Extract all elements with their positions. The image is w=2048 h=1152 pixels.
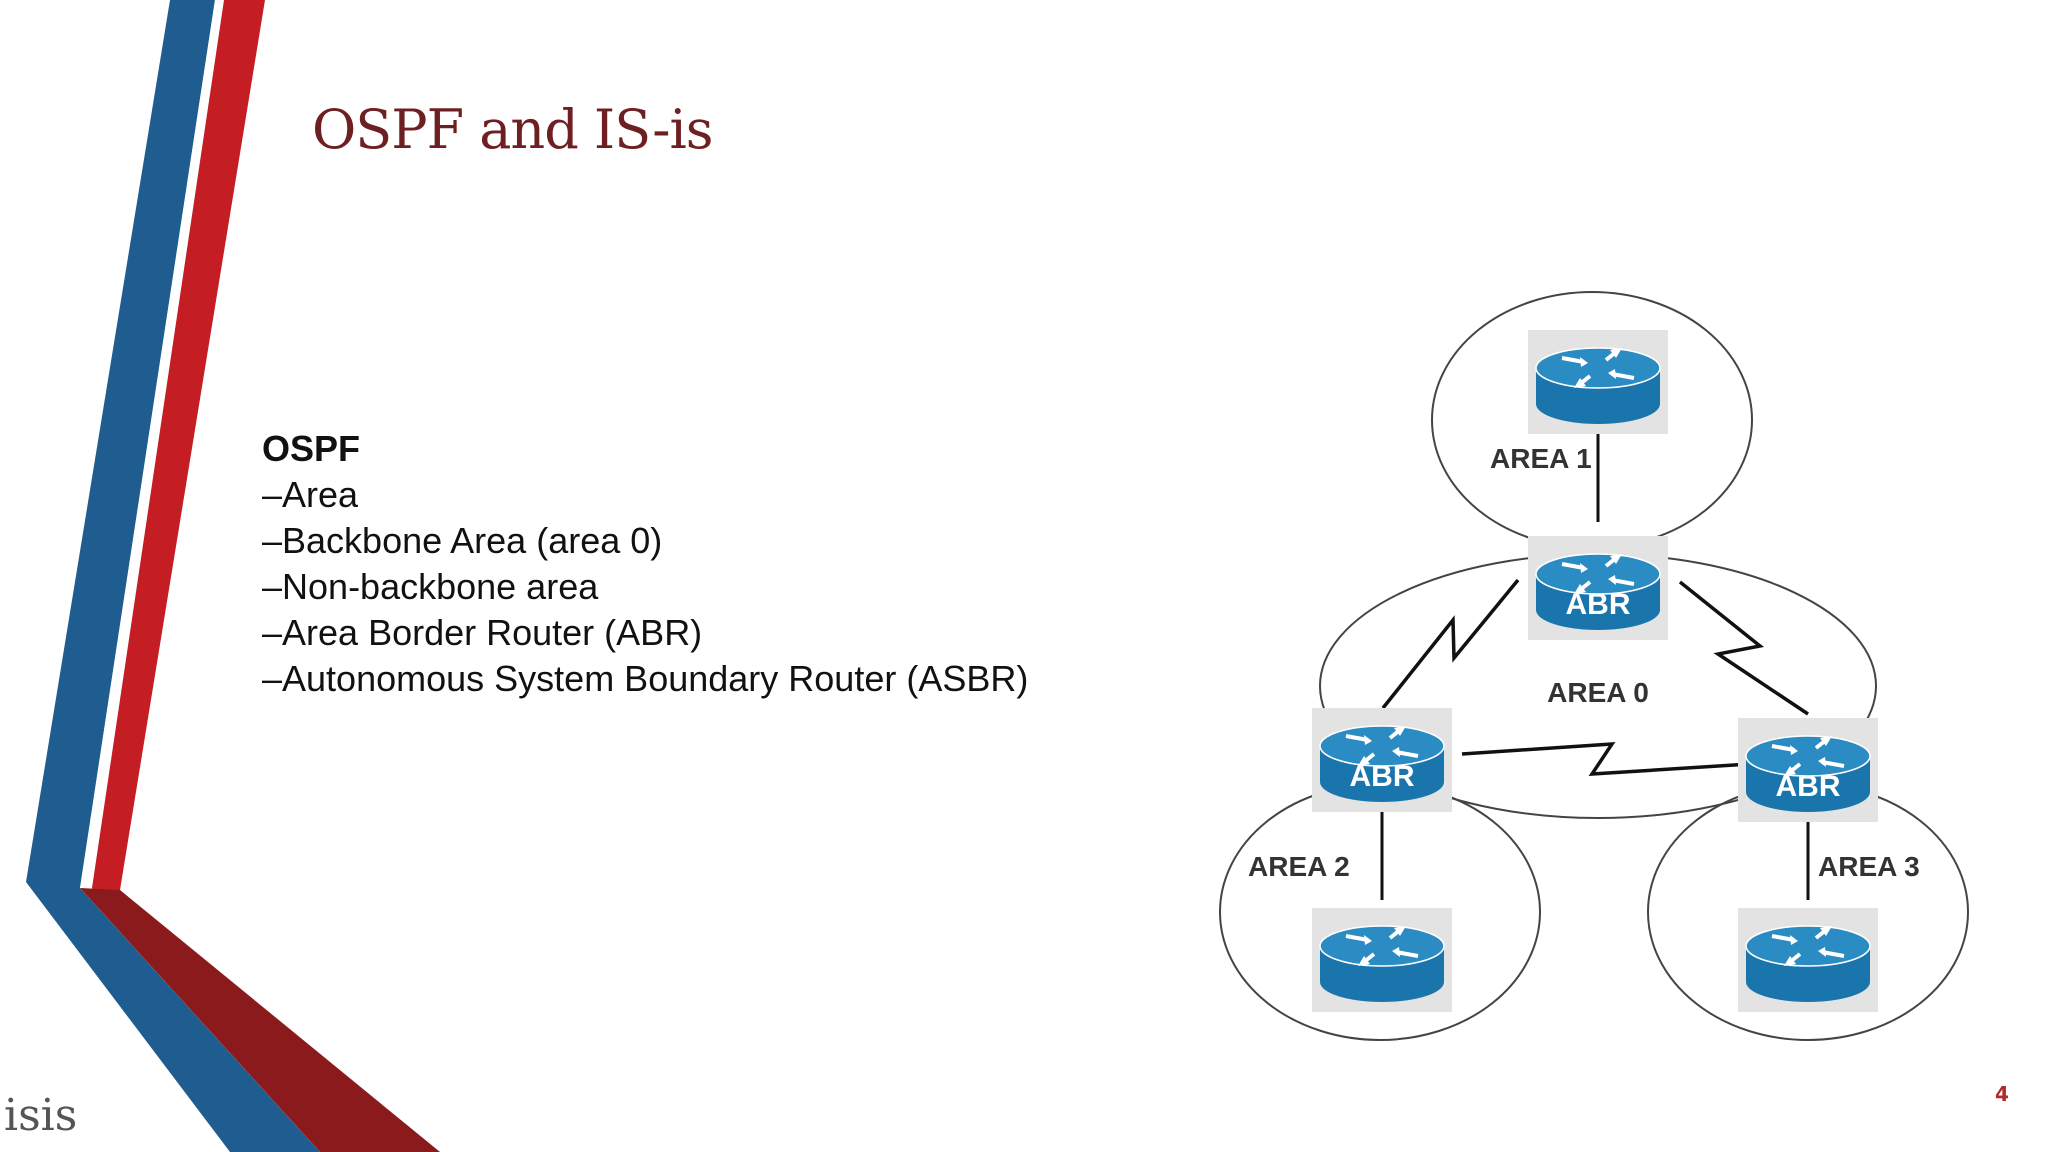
bullet-item: –Area Border Router (ABR) [262, 612, 703, 653]
abr-label-left: ABR [1350, 760, 1415, 793]
ospf-area-diagram: ABR ABR ABR AREA 1 AREA 0 AREA 2 AREA 3 [1219, 291, 1969, 1041]
router-icon [1526, 328, 1670, 436]
area3-label: AREA 3 [1818, 851, 1920, 882]
serial-link-top-left [1381, 578, 1520, 710]
footer-logo: isis [4, 1090, 78, 1141]
area0-label: AREA 0 [1547, 677, 1649, 708]
bullet-item: –Autonomous System Boundary Router (ASBR… [262, 658, 1029, 699]
bullet-item: –Backbone Area (area 0) [262, 520, 663, 561]
serial-link-top-right [1678, 580, 1809, 716]
abr-label-top: ABR [1566, 588, 1631, 621]
bullet-list: OSPF –Area –Backbone Area (area 0) –Non-… [262, 426, 1028, 702]
blue-stripe [26, 0, 320, 1152]
white-gap-stripe [80, 0, 330, 1152]
page-number: 4 [1995, 1082, 2009, 1106]
bullet-heading: OSPF [262, 428, 361, 469]
slide-title: OSPF and IS-is [312, 98, 713, 161]
decorative-stripes [26, 0, 440, 1152]
area2-label: AREA 2 [1248, 851, 1350, 882]
router-icon [1310, 906, 1454, 1014]
area1-label: AREA 1 [1490, 443, 1592, 474]
bullet-item: –Non-backbone area [262, 566, 599, 607]
serial-link-bottom [1461, 742, 1751, 776]
router-icon [1736, 906, 1880, 1014]
abr-label-right: ABR [1776, 770, 1841, 803]
dark-red-wedge [80, 888, 440, 1152]
bullet-item: –Area [262, 474, 359, 515]
red-stripe [92, 0, 360, 1152]
